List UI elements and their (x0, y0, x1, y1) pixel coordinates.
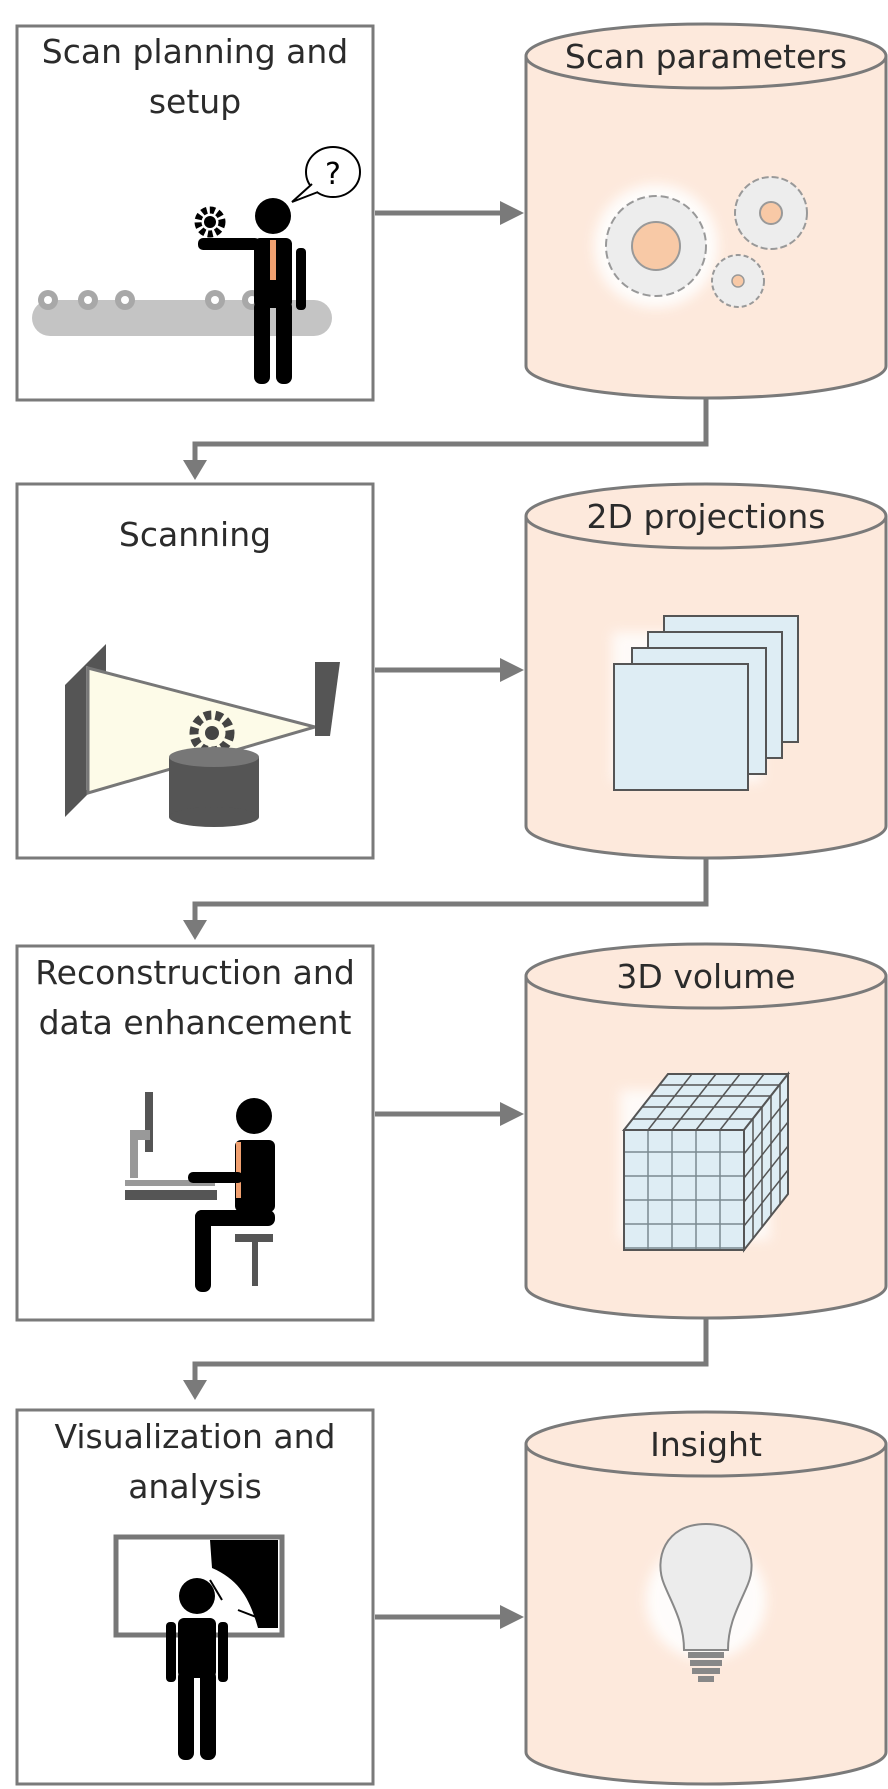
arrow-3-right (375, 1102, 524, 1126)
arrow-4-right (375, 1605, 524, 1629)
person-with-gear-icon: ? (32, 146, 361, 384)
output-3-label: 3D volume (616, 957, 795, 996)
step-2: Scanning (15, 482, 375, 860)
arrow-1-right (375, 201, 524, 225)
lightbulb-icon (646, 1522, 766, 1682)
step-3-title-line1: Reconstruction and (35, 953, 355, 992)
step-4-title-line1: Visualization and (54, 1417, 335, 1456)
step-1: Scan planning and setup ? (15, 24, 375, 402)
connector-1-2 (183, 398, 709, 480)
xray-scanner-icon (65, 644, 340, 827)
output-cylinder-1: Scan parameters (524, 22, 888, 400)
connector-2-3 (183, 858, 709, 940)
svg-text:?: ? (325, 157, 341, 192)
person-at-computer-icon (125, 1092, 275, 1292)
step-2-title-line1: Scanning (119, 515, 271, 554)
output-cylinder-3: 3D volume (524, 942, 888, 1320)
step-3: Reconstruction and data enhancement (15, 944, 375, 1322)
step-4: Visualization and analysis (15, 1408, 375, 1786)
gear-cluster-icon (594, 176, 808, 308)
output-cylinder-4: Insight (524, 1410, 888, 1786)
person-at-display-icon (113, 1534, 285, 1760)
step-1-title-line2: setup (149, 82, 241, 121)
voxel-cube-icon (620, 1071, 791, 1253)
output-2-label: 2D projections (587, 497, 826, 536)
step-4-title-line2: analysis (128, 1467, 262, 1506)
output-cylinder-2: 2D projections (524, 482, 888, 860)
output-4-label: Insight (650, 1425, 762, 1464)
arrow-2-right (375, 658, 524, 682)
step-1-title-line1: Scan planning and (42, 32, 349, 71)
step-1-box (15, 24, 375, 402)
output-1-label: Scan parameters (565, 37, 847, 76)
step-3-title-line2: data enhancement (39, 1003, 352, 1042)
projection-stack-icon (612, 615, 799, 791)
connector-3-4 (183, 1318, 709, 1400)
